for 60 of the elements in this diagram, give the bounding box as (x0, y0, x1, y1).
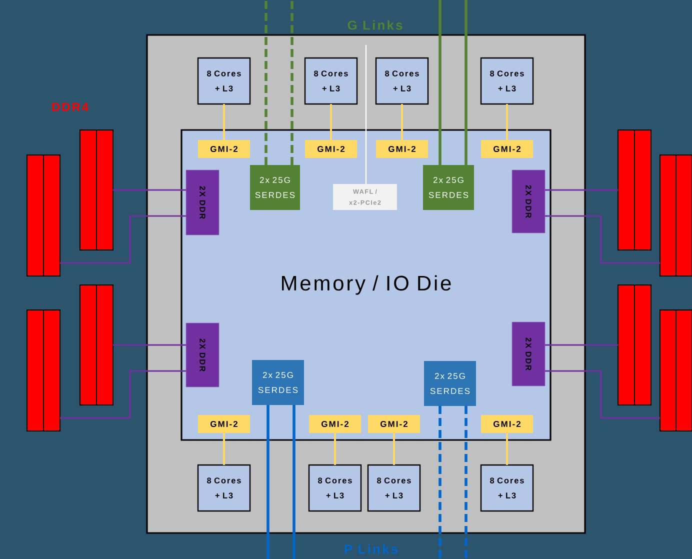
link-group-label: P Links (344, 544, 398, 554)
serdes-box: 2x 25G SERDES (252, 360, 304, 405)
link-line (464, 406, 468, 559)
link-line (545, 344, 618, 346)
ddr-controller-box: 2X DDR (512, 170, 546, 234)
link-line (393, 433, 395, 465)
link-line (365, 45, 367, 184)
link-line (506, 433, 508, 465)
ddr-controller-box: 2X DDR (186, 170, 220, 236)
link-group-label: G Links (348, 20, 402, 30)
core-chiplet-box: 8 Cores + L3 (304, 57, 358, 105)
dimm-module (80, 284, 114, 406)
link-line (438, 0, 442, 165)
core-chiplet-box: 8 Cores + L3 (480, 57, 534, 105)
core-chiplet-box: 8 Cores + L3 (197, 57, 251, 105)
dimm-module (26, 310, 60, 432)
link-line (113, 344, 186, 346)
link-line (266, 405, 270, 559)
core-chiplet-box: 8 Cores + L3 (480, 464, 534, 512)
link-line (60, 370, 186, 419)
link-line (464, 0, 468, 165)
link-line (223, 104, 225, 140)
gmi-label-box: GMI-2 (305, 140, 357, 158)
link-line (292, 405, 296, 559)
link-line (264, 0, 268, 165)
ddr-controller-box: 2X DDR (186, 322, 220, 388)
dimm-module (660, 154, 692, 276)
link-line (60, 215, 186, 264)
dimm-module (26, 154, 60, 276)
gmi-label-box: GMI-2 (376, 140, 428, 158)
dimm-module (618, 284, 652, 406)
link-line (545, 215, 660, 264)
dimm-module (618, 130, 652, 250)
gmi-label-box: GMI-2 (198, 140, 250, 158)
link-line (223, 433, 225, 465)
serdes-box: 2x 25G SERDES (423, 165, 474, 210)
core-chiplet-box: 8 Cores + L3 (367, 464, 421, 512)
link-line (401, 104, 403, 140)
link-line (506, 104, 508, 140)
link-line (545, 189, 618, 191)
link-line (290, 0, 294, 165)
gmi-label-box: GMI-2 (198, 415, 250, 433)
memory-type-label: DDR4 (52, 102, 88, 112)
gmi-label-box: GMI-2 (368, 415, 420, 433)
gmi-label-box: GMI-2 (481, 140, 533, 158)
serdes-box: 2x 25G SERDES (424, 361, 476, 406)
gmi-label-box: GMI-2 (481, 415, 533, 433)
gmi-label-box: GMI-2 (309, 415, 361, 433)
ddr-controller-box: 2X DDR (512, 322, 546, 386)
serdes-box: 2x 25G SERDES (250, 165, 300, 210)
link-line (545, 370, 660, 419)
link-line (113, 189, 186, 191)
dimm-module (660, 310, 692, 432)
core-chiplet-box: 8 Cores + L3 (197, 464, 251, 512)
link-line (334, 433, 336, 465)
link-line (330, 104, 332, 140)
link-line (438, 406, 442, 559)
dimm-module (80, 130, 114, 250)
core-chiplet-box: 8 Cores + L3 (308, 464, 362, 512)
core-chiplet-box: 8 Cores + L3 (375, 57, 429, 105)
